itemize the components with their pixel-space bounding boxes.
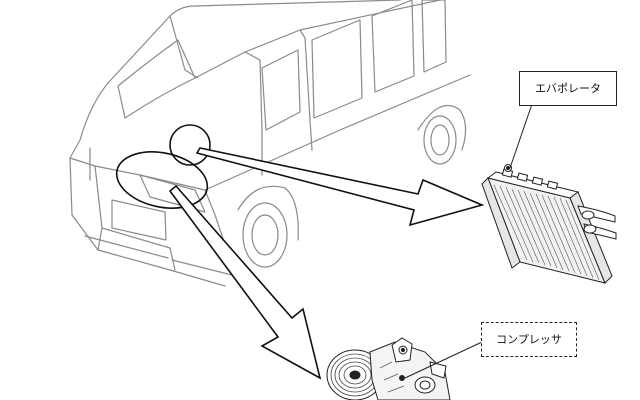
evaporator-location-circle bbox=[169, 124, 211, 166]
evaporator-leader-line bbox=[509, 103, 533, 169]
compressor-illustration bbox=[326, 337, 451, 400]
car-outline bbox=[69, 0, 471, 287]
arrows bbox=[168, 147, 485, 380]
arrow-to-compressor bbox=[168, 184, 322, 380]
compressor-location-ellipse bbox=[115, 151, 209, 209]
compressor-label: コンプレッサ bbox=[481, 322, 577, 357]
location-markers bbox=[115, 124, 211, 209]
compressor-leader-line bbox=[404, 341, 483, 379]
arrow-to-evaporator bbox=[195, 147, 485, 227]
evaporator-label: エバポレータ bbox=[519, 71, 617, 106]
evaporator-illustration bbox=[481, 164, 617, 284]
